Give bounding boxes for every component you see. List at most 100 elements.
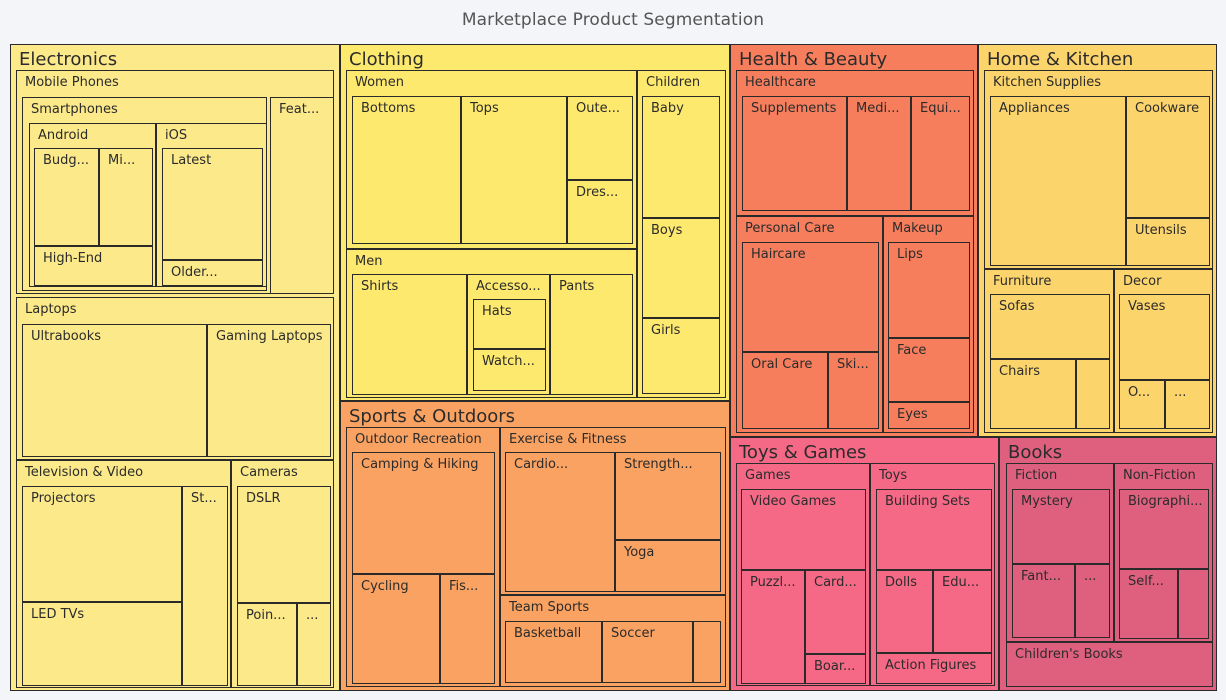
treemap-tile-tops[interactable]: Tops	[461, 96, 567, 244]
treemap-tile-feat[interactable]: Feat...	[270, 97, 333, 293]
treemap-tile-projectors[interactable]: Projectors	[22, 486, 182, 602]
treemap-tile-fis[interactable]: Fis...	[440, 574, 495, 684]
treemap-tile-boys[interactable]: Boys	[642, 218, 720, 318]
treemap-tile-older[interactable]: Older...	[162, 260, 263, 286]
treemap-tile-unnamed[interactable]	[693, 621, 721, 683]
treemap-tile-video-games[interactable]: Video Games	[741, 489, 866, 570]
treemap-tile-cardio[interactable]: Cardio...	[505, 452, 615, 592]
treemap-tile-yoga[interactable]: Yoga	[615, 540, 721, 592]
treemap-tile-ski[interactable]: Ski...	[828, 352, 879, 429]
treemap-tile-medi[interactable]: Medi...	[847, 96, 911, 211]
treemap-tile-children-s-books[interactable]: Children's Books	[1006, 642, 1213, 687]
tile-label: Poin...	[246, 608, 286, 623]
treemap-tile-high-end[interactable]: High-End	[34, 246, 153, 286]
treemap-tile-mystery[interactable]: Mystery	[1012, 489, 1110, 564]
treemap-tile-st[interactable]: St...	[182, 486, 228, 686]
treemap-tile-girls[interactable]: Girls	[642, 318, 720, 394]
treemap-tile-utensils[interactable]: Utensils	[1126, 218, 1210, 266]
treemap-tile-building-sets[interactable]: Building Sets	[876, 489, 992, 570]
treemap-tile-puzzl[interactable]: Puzzl...	[741, 570, 805, 684]
treemap-tile-pants[interactable]: Pants	[550, 274, 633, 395]
treemap-tile-strength[interactable]: Strength...	[615, 452, 721, 540]
treemap-tile-self[interactable]: Self...	[1119, 569, 1178, 639]
treemap-tile-unnamed[interactable]	[1076, 359, 1110, 429]
tile-label: Equi...	[920, 101, 961, 116]
treemap-tile-face[interactable]: Face	[888, 338, 970, 402]
treemap-tile-appliances[interactable]: Appliances	[990, 96, 1126, 266]
treemap-tile-cycling[interactable]: Cycling	[352, 574, 440, 684]
treemap-tile-o[interactable]: O...	[1119, 380, 1165, 429]
treemap-tile-dslr[interactable]: DSLR	[237, 486, 331, 603]
treemap-tile-latest[interactable]: Latest	[162, 148, 263, 260]
treemap-tile-dolls[interactable]: Dolls	[876, 570, 933, 653]
treemap-tile-biographi[interactable]: Biographi...	[1119, 489, 1209, 569]
treemap-tile-chairs[interactable]: Chairs	[990, 359, 1076, 429]
treemap-tile-unnamed[interactable]: ...	[1075, 564, 1110, 638]
treemap-tile-baby[interactable]: Baby	[642, 96, 720, 218]
treemap-tile-mi[interactable]: Mi...	[99, 148, 153, 246]
treemap-tile-dres[interactable]: Dres...	[567, 180, 633, 244]
treemap-tile-ultrabooks[interactable]: Ultrabooks	[22, 324, 207, 457]
treemap-tile-soccer[interactable]: Soccer	[602, 621, 693, 683]
treemap-tile-fant[interactable]: Fant...	[1012, 564, 1075, 638]
treemap-tile-shirts[interactable]: Shirts	[352, 274, 467, 395]
treemap-tile-vases[interactable]: Vases	[1119, 294, 1210, 380]
treemap-tile-eyes[interactable]: Eyes	[888, 402, 970, 429]
treemap-tile-watch[interactable]: Watch...	[473, 349, 546, 391]
treemap-tile-equi[interactable]: Equi...	[911, 96, 970, 211]
treemap-tile-boar[interactable]: Boar...	[805, 654, 866, 684]
treemap-tile-lips[interactable]: Lips	[888, 242, 970, 338]
treemap-tile-camping-and-hiking[interactable]: Camping & Hiking	[352, 452, 495, 574]
treemap-tile-hats[interactable]: Hats	[473, 299, 546, 349]
treemap-tile-card[interactable]: Card...	[805, 570, 866, 654]
treemap-tile-oute[interactable]: Oute...	[567, 96, 633, 180]
treemap-tile-haircare[interactable]: Haircare	[742, 242, 879, 352]
treemap-tile-led-tvs[interactable]: LED TVs	[22, 602, 182, 686]
treemap-tile-poin[interactable]: Poin...	[237, 603, 297, 686]
treemap-tile-basketball[interactable]: Basketball	[505, 621, 602, 683]
treemap-tile-edu[interactable]: Edu...	[933, 570, 992, 653]
treemap-tile-action-figures[interactable]: Action Figures	[876, 653, 992, 684]
treemap-tile-sofas[interactable]: Sofas	[990, 294, 1110, 359]
treemap-tile-oral-care[interactable]: Oral Care	[742, 352, 828, 429]
treemap-tile-supplements[interactable]: Supplements	[742, 96, 847, 211]
treemap-tile-unnamed[interactable]: ...	[1165, 380, 1210, 429]
treemap-tile-unnamed[interactable]: ...	[297, 603, 331, 686]
treemap-tile-cookware[interactable]: Cookware	[1126, 96, 1210, 218]
treemap-tile-unnamed[interactable]	[1178, 569, 1209, 639]
treemap-tile-budg[interactable]: Budg...	[34, 148, 99, 246]
treemap-tile-bottoms[interactable]: Bottoms	[352, 96, 461, 244]
treemap-tile-gaming-laptops[interactable]: Gaming Laptops	[207, 324, 331, 457]
